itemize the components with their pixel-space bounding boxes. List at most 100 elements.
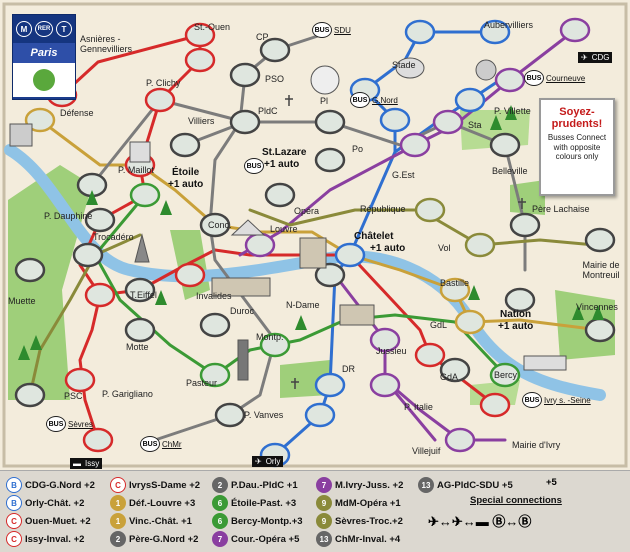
ratp-logo: M RER T Paris (12, 14, 76, 100)
station-label-stade: Stade (392, 60, 416, 70)
station-label-opera: Opéra (294, 206, 320, 216)
station-label-villiers: Villiers (188, 116, 215, 126)
arc-de-triomphe (129, 141, 151, 163)
station-label-mairie-ivry: Mairie d'Ivry (512, 440, 561, 450)
station-label-asnieres: Asnières - Gennevilliers (80, 34, 133, 54)
warning-note: Soyez-prudents! Busses Connect with oppo… (539, 98, 615, 196)
etoile-bonus: +1 auto (168, 179, 204, 190)
legend-label: M.Ivry-Juss. +2 (335, 479, 404, 491)
special-connections-title: Special connections (470, 495, 562, 506)
legend-label: IvrysS-Dame +2 (129, 479, 201, 491)
bus-stop-st-lazare[interactable]: BUS (244, 158, 264, 174)
legend-label: Orly-Chât. +2 (25, 497, 85, 509)
legend-label: CDG-G.Nord +2 (25, 479, 95, 491)
station-label-sta: Sta (468, 120, 482, 130)
legend-label: MdM-Opéra +1 (335, 497, 401, 509)
line-badge-icon: 7 (212, 531, 228, 547)
line-badge-icon: 2 (110, 531, 126, 547)
nation-bonus: +1 auto (498, 321, 534, 332)
st-lazare-bonus: +1 auto (264, 159, 300, 170)
legend-label: Étoile-Past. +3 (231, 497, 297, 509)
legend-label: Bercy-Montp.+3 (231, 515, 303, 527)
line-badge-icon: C (110, 477, 126, 493)
line-badge-icon: 2 (212, 477, 228, 493)
geode (475, 59, 497, 81)
park-pere-lachaise (510, 180, 545, 215)
legend-label: Sèvres-Troc.+2 (335, 515, 403, 527)
station-label-conc: Conc. (208, 220, 232, 230)
station-label-mairie-montreuil: Mairie de Montreuil (582, 260, 620, 280)
station-label-defense: Défense (60, 108, 94, 118)
station-label-pso: PSO (265, 74, 285, 84)
line-badge-icon: B (6, 477, 22, 493)
station-label-cp: CP (256, 32, 269, 42)
station-label-t-eiffel: T.Eiffel (130, 290, 157, 300)
station-label-pi: Pl (320, 96, 329, 106)
bercy-arena (523, 355, 567, 371)
station-label-p-dauphine: P. Dauphine (44, 211, 93, 221)
line-badge-icon: 7 (316, 477, 332, 493)
station-label-pldc: PldC (258, 106, 278, 116)
grande-arche (9, 123, 33, 147)
pantheon (339, 304, 375, 326)
airport-orly[interactable]: ✈Orly (252, 456, 284, 467)
legend-label: Déf.-Louvre +3 (129, 497, 196, 509)
chatelet-bonus: +1 auto (370, 243, 406, 254)
tram-icon: T (56, 21, 72, 37)
louvre-pyramid (230, 219, 266, 236)
station-label-trocadero: Trocadéro (93, 232, 134, 242)
legend-label: P.Dau.-PldC +1 (231, 479, 298, 491)
station-label-p-maillot: P. Maillot (118, 165, 154, 175)
legend-label: AG-PldC-SDU +5 (437, 479, 513, 491)
station-label-p-vanves: P. Vanves (244, 410, 284, 420)
station-label-n-dame: N-Dame (286, 300, 320, 310)
station-label-invalides: Invalides (196, 291, 232, 301)
sacre-coeur (310, 65, 340, 95)
station-label-chatelet: Châtelet (354, 231, 394, 242)
station-label-aubervilliers: Aubervilliers (484, 20, 534, 30)
station-label-pere-lachaise: Père Lachaise (532, 204, 590, 214)
station-label-belleville: Belleville (492, 166, 528, 176)
ratp-emblem-icon (33, 69, 55, 91)
trees (18, 105, 604, 360)
station-label-gda: GdA (440, 372, 459, 382)
station-label-st-ouen: St.-Ouen (194, 22, 231, 32)
station-label-muette: Muette (8, 296, 36, 306)
line-badge-icon: C (6, 513, 22, 529)
warning-body: Busses Connect with opposite colours onl… (547, 133, 607, 161)
line-badge-icon: B (6, 495, 22, 511)
station-label-dr: DR (342, 364, 355, 374)
eiffel-tower (134, 233, 150, 263)
heliport-issy[interactable]: ▬Issy (70, 458, 103, 469)
line-badge-icon: 1 (110, 513, 126, 529)
rer-icon: RER (35, 21, 53, 37)
station-label-gdl: GdL (430, 320, 448, 330)
station-label-republique: République (360, 204, 406, 214)
station-label-psc: PSC (64, 391, 83, 401)
line-badge-icon: 6 (212, 513, 228, 529)
station-label-po: Po (352, 144, 364, 154)
plane-icon: ✈ (581, 53, 588, 62)
airport-cdg[interactable]: ✈CDG (578, 52, 613, 63)
